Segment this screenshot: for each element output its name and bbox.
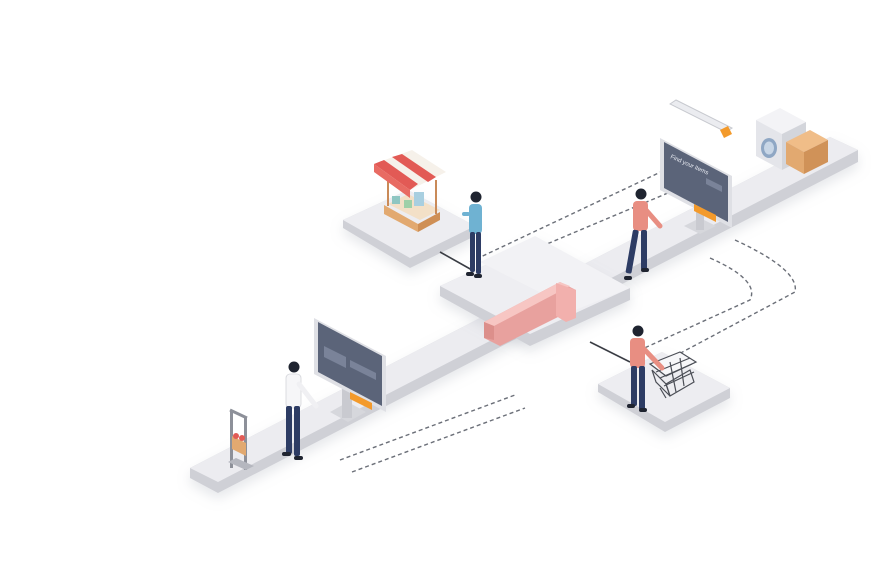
parcel-box-icon xyxy=(786,130,828,174)
market-stall-icon xyxy=(374,150,446,232)
connector-right-loop xyxy=(644,239,796,373)
connector-bottom-left xyxy=(339,394,516,461)
connector-stall-to-right xyxy=(469,169,666,263)
search-icon xyxy=(720,126,732,138)
connector-bottom-left-2 xyxy=(351,407,526,473)
person-icon xyxy=(627,325,665,412)
person-icon xyxy=(624,188,663,280)
hub-platform xyxy=(440,236,630,346)
kiosk-right-button xyxy=(694,204,716,222)
person-icon xyxy=(462,191,482,278)
rod-hub-basket xyxy=(589,341,631,363)
rod-stall-hub xyxy=(439,251,473,271)
dashed-connectors xyxy=(339,169,796,473)
connector-stall-to-right-2 xyxy=(489,189,676,269)
washing-machine-icon xyxy=(756,108,806,170)
hand-truck-icon xyxy=(228,408,254,470)
kiosk-icon[interactable]: Find your items xyxy=(660,138,732,234)
kiosk-left-button xyxy=(350,392,372,410)
kiosk-right-screen xyxy=(664,142,728,222)
kiosk-icon[interactable] xyxy=(314,318,386,422)
person-icon xyxy=(282,361,319,460)
connector-right-loop-2 xyxy=(639,257,753,351)
search-bar[interactable] xyxy=(669,99,733,138)
checkout-counter xyxy=(484,282,576,346)
